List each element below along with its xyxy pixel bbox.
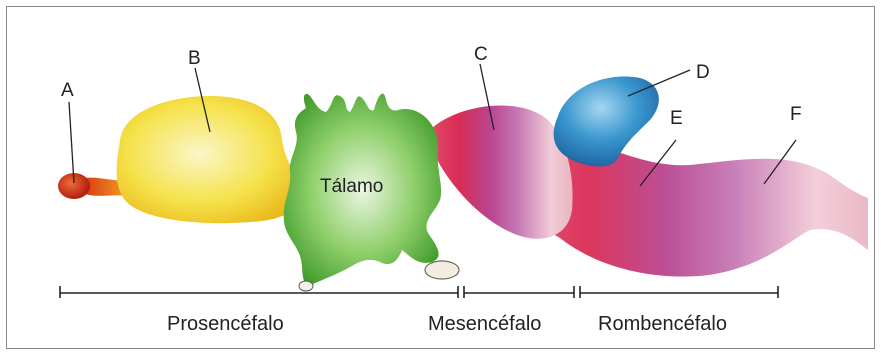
mesencephalon-shape <box>430 106 572 239</box>
region-rhombencephalon: Rombencéfalo <box>598 313 727 335</box>
bracket-prosencephalon <box>60 286 458 298</box>
label-d: D <box>696 62 710 83</box>
region-prosencephalon: Prosencéfalo <box>167 313 284 335</box>
region-mesencephalon: Mesencéfalo <box>428 313 541 335</box>
stalk-end-shape <box>299 281 313 291</box>
bracket-rhombencephalon <box>580 286 778 298</box>
bracket-mesencephalon <box>464 286 574 298</box>
label-b: B <box>188 48 201 69</box>
vesicle-b-shape <box>117 96 301 223</box>
small-bulb-shape <box>425 261 459 279</box>
label-f: F <box>790 104 802 125</box>
label-thalamus: Tálamo <box>320 176 383 197</box>
label-a: A <box>61 80 74 101</box>
label-c: C <box>474 44 488 65</box>
label-e: E <box>670 108 683 129</box>
pointer-a <box>69 102 74 183</box>
